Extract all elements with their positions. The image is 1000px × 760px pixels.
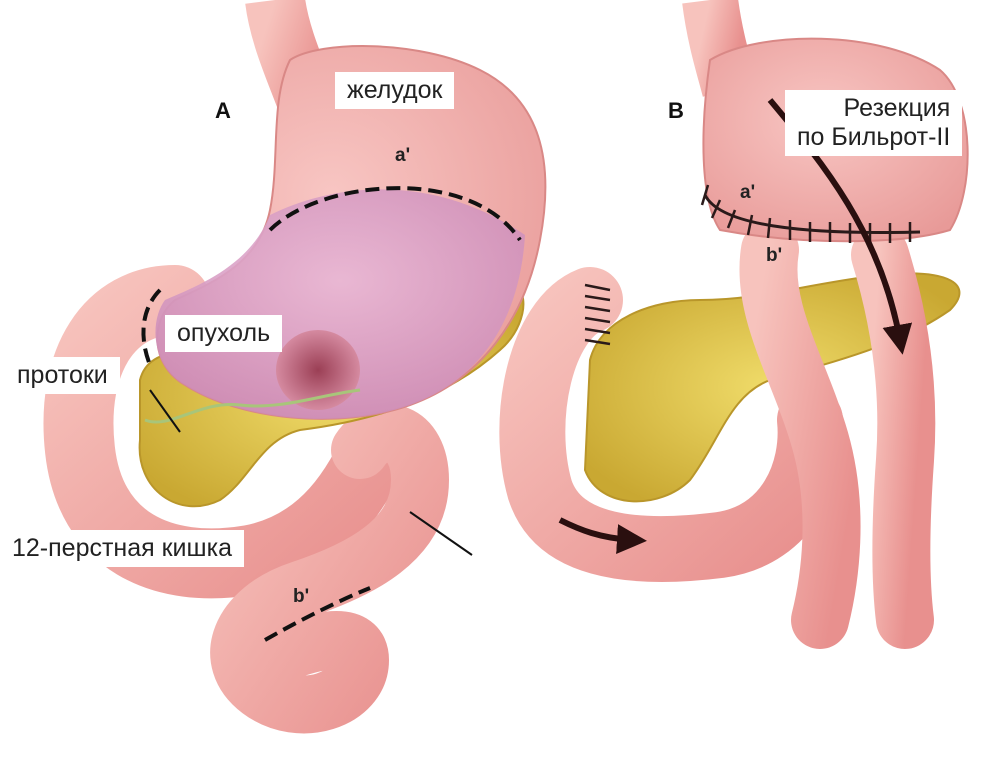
resection-label: Резекция по Бильрот-II (785, 90, 963, 156)
bile-flow-arrow (558, 517, 647, 555)
panel-a-letter: A (215, 98, 231, 123)
ducts-label: протоки (5, 357, 120, 394)
duodenum-label: 12-перстная кишка (0, 530, 244, 567)
marker-a-prime-right: a' (740, 182, 756, 203)
marker-b-prime-right: b' (766, 245, 783, 266)
cut-line-b-prime (264, 586, 371, 642)
stomach-label: желудок (335, 72, 455, 109)
marker-b-prime-left: b' (293, 586, 310, 607)
ducts-pointer (149, 389, 181, 433)
marker-a-prime-left: a' (395, 145, 411, 166)
small-intestine-loop (210, 404, 450, 734)
tumor-label: опухоль (165, 315, 283, 352)
suture-stitches (700, 184, 912, 243)
resected-region (155, 189, 525, 419)
jejunal-loop (739, 221, 861, 649)
pancreas-b (583, 272, 961, 503)
tumor (276, 330, 360, 410)
cut-line-a-prime (268, 186, 522, 242)
duodenal-stump (499, 267, 844, 583)
cut-line-pylorus (141, 288, 162, 366)
panel-a-illustration (43, 0, 547, 734)
panel-b-letter: B (668, 98, 684, 123)
duodenum-pointer (409, 511, 473, 556)
anastomosis-suture (703, 194, 921, 235)
stump-stitches (584, 283, 611, 346)
